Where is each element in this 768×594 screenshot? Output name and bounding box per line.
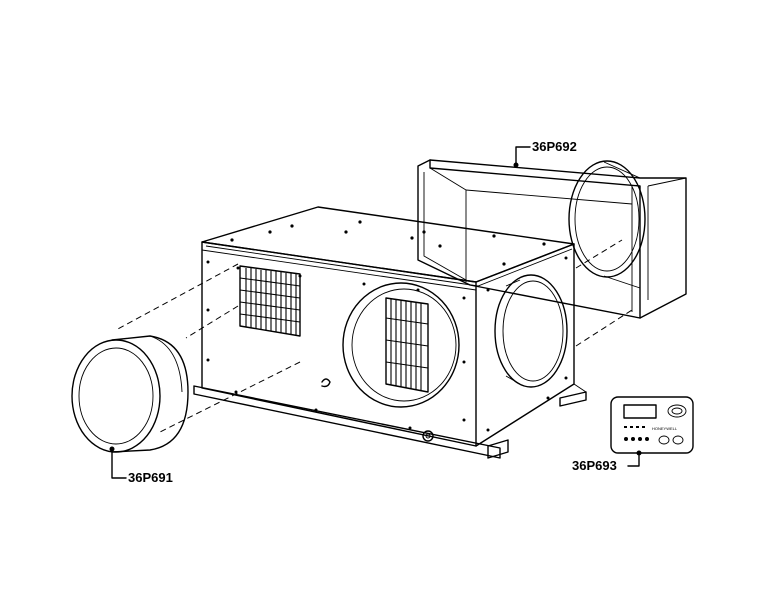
- explode-lines: [115, 239, 633, 433]
- controller-brand-text: HONEYWELL: [652, 426, 678, 431]
- duct-collar: [71, 335, 189, 453]
- rear-housing: [417, 159, 687, 319]
- main-unit: [193, 206, 587, 459]
- label-36p691: 36P691: [128, 470, 173, 485]
- callouts: 36P692 36P691 36P693: [109, 139, 642, 485]
- label-36p692: 36P692: [532, 139, 577, 154]
- label-36p693: 36P693: [572, 458, 617, 473]
- thermostat-controller: HONEYWELL: [610, 396, 694, 454]
